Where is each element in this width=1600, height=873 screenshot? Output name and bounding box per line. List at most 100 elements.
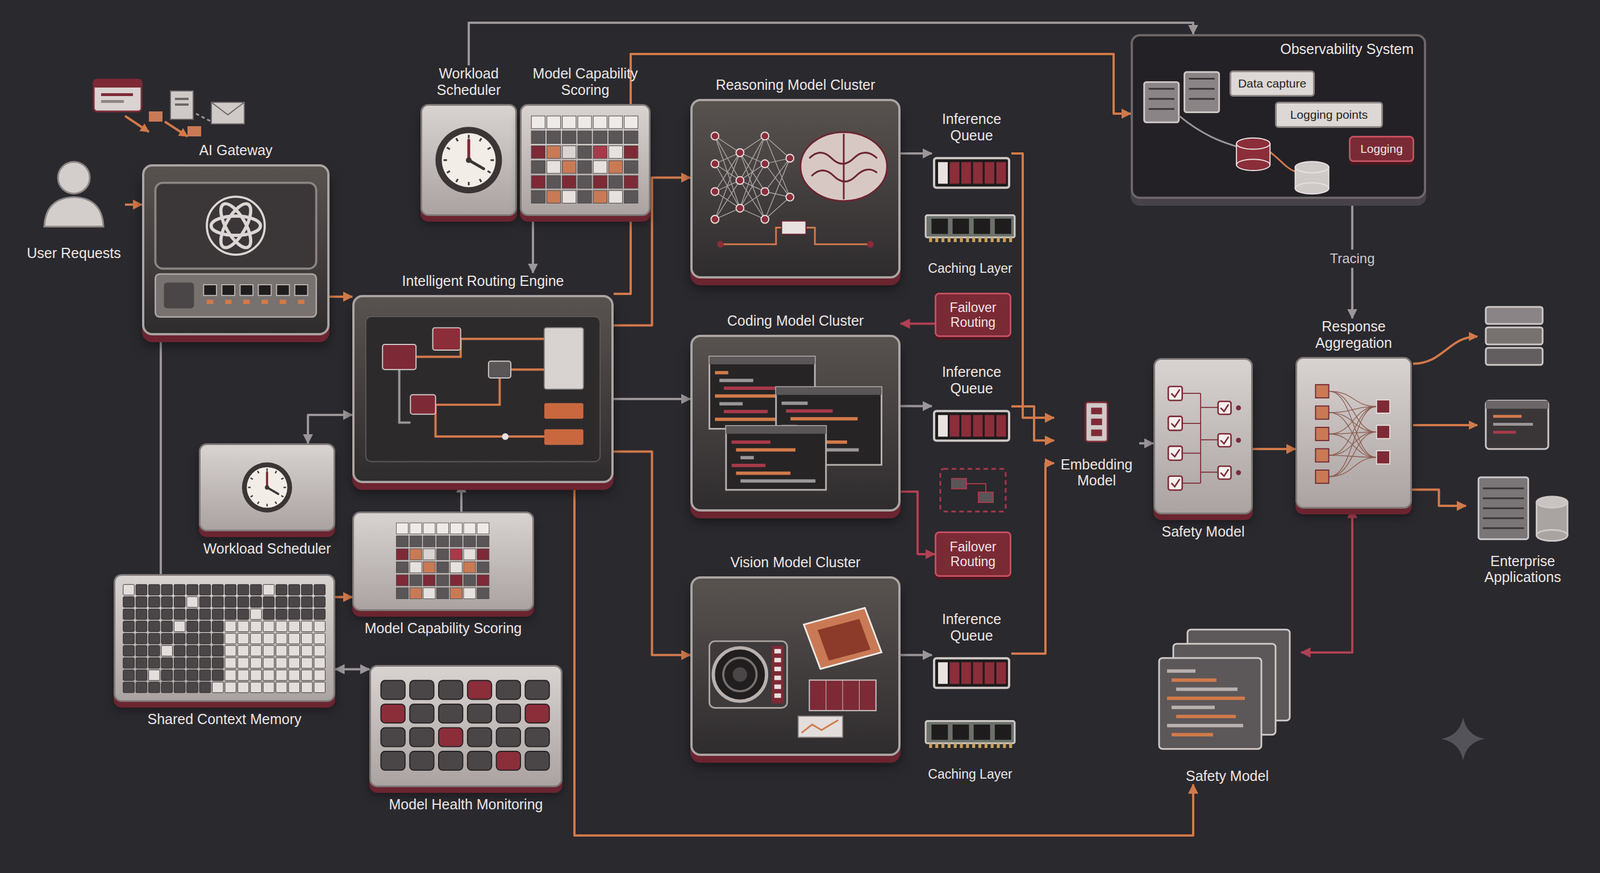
node-illustration [276, 621, 288, 632]
node-illustration [953, 237, 957, 243]
node-illustration [301, 645, 313, 657]
node-illustration [941, 743, 945, 748]
node-illustration [1218, 433, 1232, 447]
node-illustration [1200, 406, 1219, 408]
node-illustration [608, 115, 623, 129]
node-illustration [1478, 477, 1568, 541]
output-icons [1485, 327, 1543, 345]
node-illustration [760, 215, 769, 224]
node-illustration [380, 751, 405, 770]
node-illustration [212, 596, 224, 608]
node-illustration [709, 607, 882, 737]
node-illustration [173, 632, 186, 644]
node-illustration [314, 608, 326, 620]
node-body [1465, 471, 1580, 544]
cache-box: Caching Layer [923, 710, 1018, 782]
node-illustration [288, 608, 300, 620]
connector [159, 335, 162, 574]
node-illustration [237, 584, 249, 595]
node-illustration [155, 182, 316, 269]
node-label: Model Capability Scoring [519, 65, 651, 99]
node-illustration [186, 657, 199, 669]
node-illustration [544, 402, 584, 419]
node-illustration [1295, 182, 1329, 194]
node-illustration [44, 197, 104, 227]
node-illustration [525, 703, 549, 723]
node-illustration [135, 608, 148, 620]
connector [613, 53, 1131, 294]
node-illustration [380, 727, 405, 747]
node-illustration [1269, 151, 1295, 172]
node-illustration [288, 657, 300, 669]
node-illustration [225, 645, 237, 657]
node-illustration [199, 621, 211, 632]
node-illustration [952, 218, 970, 235]
node-illustration [593, 145, 607, 158]
node-illustration [314, 596, 326, 608]
observability-panel: Observability SystemData captureLogging … [1130, 34, 1427, 199]
node-illustration [1144, 81, 1179, 123]
node-illustration [123, 632, 135, 644]
node-label: Intelligent Routing Engine [352, 272, 614, 290]
node-illustration [135, 657, 148, 669]
node-illustration [465, 156, 472, 163]
node-illustration [608, 145, 623, 158]
node-illustration [1302, 364, 1405, 502]
node-illustration [164, 282, 195, 308]
node-illustration [173, 645, 186, 657]
node-illustration [1218, 401, 1232, 415]
node-illustration [212, 621, 224, 632]
node-illustration [487, 170, 491, 173]
node-illustration [396, 574, 408, 586]
node-illustration [463, 535, 476, 547]
node-illustration [709, 640, 788, 708]
edge-label: Tracing [1325, 249, 1379, 268]
node-illustration [593, 160, 607, 173]
node-illustration [266, 503, 268, 507]
node-illustration [436, 548, 449, 560]
node-illustration [225, 657, 237, 669]
connector [335, 667, 370, 670]
node-illustration [735, 447, 796, 452]
node-illustration [225, 608, 237, 620]
node-illustration [740, 478, 816, 483]
node-illustration [314, 645, 326, 657]
node-illustration [710, 131, 887, 248]
node-illustration [562, 130, 577, 144]
scheduler-box: Workload Scheduler [420, 65, 518, 216]
node-illustration [731, 463, 766, 468]
request-icons [93, 79, 245, 137]
node-illustration [477, 561, 490, 573]
node-illustration [1315, 405, 1329, 419]
node-illustration [800, 131, 887, 201]
node-illustration [996, 237, 1000, 243]
node-illustration [972, 743, 975, 748]
node-illustration [276, 632, 288, 644]
node-illustration [1002, 237, 1006, 243]
node-illustration [263, 669, 275, 681]
node-illustration [463, 574, 476, 586]
node-illustration [1002, 743, 1006, 748]
request-icons [148, 111, 163, 122]
request-icons [101, 93, 133, 97]
node-illustration [463, 522, 476, 534]
node-illustration [934, 410, 1010, 441]
node-illustration [1182, 422, 1201, 424]
node-illustration [237, 608, 249, 620]
node-label: Safety Model [1153, 767, 1302, 785]
safety-box: Safety Model [1153, 619, 1302, 785]
node-illustration [785, 153, 794, 162]
node-label: Inference Queue [931, 363, 1012, 397]
router-box: Intelligent Routing Engine [352, 272, 614, 483]
node-illustration [250, 645, 262, 657]
connector [613, 397, 691, 400]
node-illustration [148, 608, 161, 620]
node-illustration [447, 147, 450, 149]
node-illustration [135, 584, 148, 595]
queue-box: Inference Queue [931, 610, 1012, 697]
node-illustration [409, 548, 422, 560]
node-illustration [739, 135, 765, 181]
node-illustration [435, 126, 502, 194]
output-icons [1485, 347, 1543, 365]
